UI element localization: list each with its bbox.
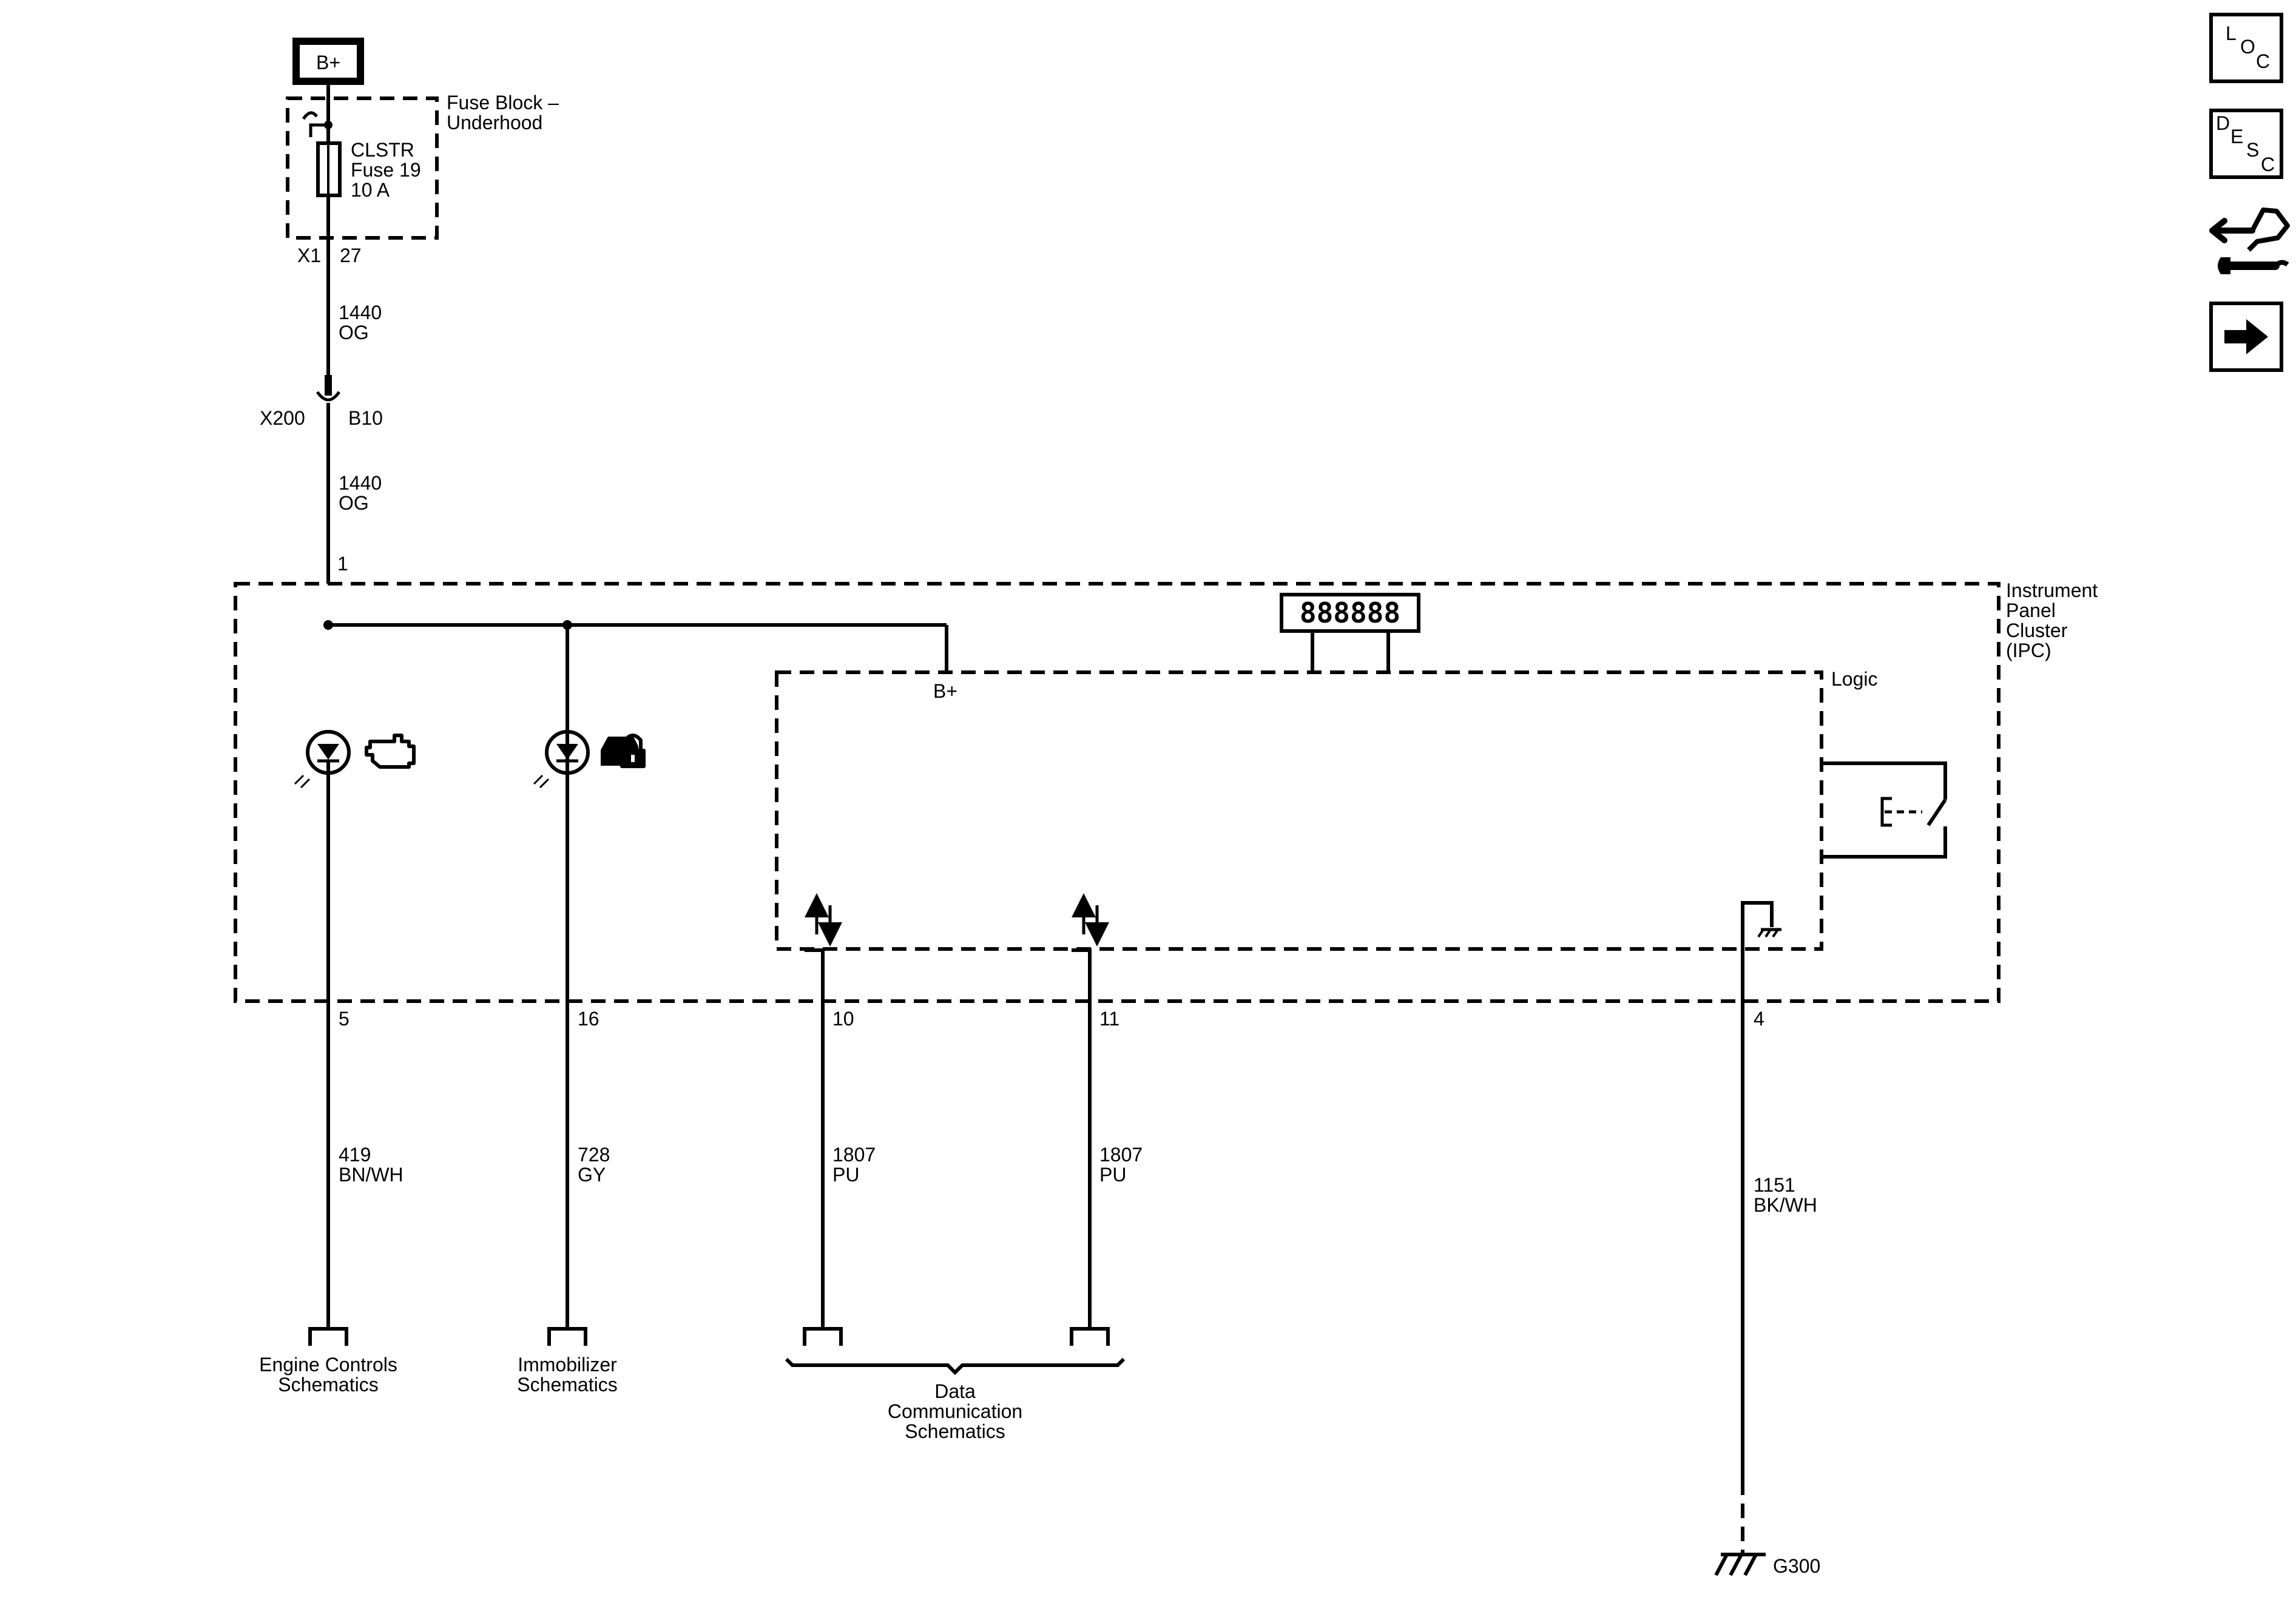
pin-5: 5 bbox=[339, 1008, 349, 1030]
loc-letter-l: L bbox=[2226, 22, 2237, 44]
logic-label: Logic bbox=[1831, 668, 1878, 690]
ipc-name-3: Cluster bbox=[2006, 619, 2068, 641]
data-dest-1: Data bbox=[934, 1380, 976, 1402]
wire-1440-lower: 1440 OG 1 bbox=[326, 403, 382, 584]
wire-728-color: GY bbox=[578, 1164, 606, 1186]
wrench-connector-icon[interactable] bbox=[2209, 208, 2290, 274]
connector-pin: B10 bbox=[348, 407, 383, 429]
arrow-right-icon[interactable] bbox=[2209, 302, 2283, 372]
engine-lamp bbox=[294, 730, 351, 789]
desc-letter-e: E bbox=[2230, 126, 2243, 147]
pin-11: 11 bbox=[1099, 1008, 1119, 1030]
desc-letter-s: S bbox=[2246, 139, 2259, 161]
fuse-block-name-1: Fuse Block – bbox=[447, 92, 559, 113]
wire-1807b-color: PU bbox=[1099, 1164, 1126, 1186]
engine-dest-2: Schematics bbox=[278, 1374, 378, 1396]
ground-g300: G300 bbox=[1714, 1553, 1820, 1577]
display-segments: 888888 bbox=[1300, 596, 1400, 629]
wire-1807-b bbox=[1070, 948, 1110, 1346]
immo-dest-2: Schematics bbox=[517, 1374, 617, 1396]
logic-module: Logic B+ bbox=[775, 668, 1947, 951]
desc-letter-c: C bbox=[2261, 154, 2275, 175]
loc-letter-o: O bbox=[2240, 36, 2255, 58]
wire-419-color: BN/WH bbox=[339, 1164, 403, 1186]
wire-color-label: OG bbox=[339, 492, 369, 514]
internal-ground-icon bbox=[1741, 901, 1781, 951]
ipc-name-2: Panel bbox=[2006, 599, 2056, 621]
battery-power-source: B+ bbox=[292, 38, 364, 85]
wire-728 bbox=[547, 625, 587, 1346]
fuse-block-name-2: Underhood bbox=[447, 112, 542, 133]
wire-1807a-color: PU bbox=[832, 1164, 859, 1186]
ipc-name-4: (IPC) bbox=[2006, 640, 2051, 661]
data-arrow-11 bbox=[1072, 893, 1109, 947]
description-button[interactable]: D E S C bbox=[2209, 109, 2283, 179]
wire-1440-upper: 1440 OG bbox=[326, 238, 382, 377]
fuse-rating: 10 A bbox=[351, 179, 390, 201]
wire-1807-a bbox=[803, 948, 843, 1346]
link-engine-controls-schematics[interactable]: Engine Controls Schematics bbox=[259, 1354, 397, 1396]
odometer-display: 888888 bbox=[1280, 593, 1420, 672]
pin-4: 4 bbox=[1754, 1008, 1764, 1030]
fuse-name: CLSTR bbox=[351, 139, 414, 161]
pin-10: 10 bbox=[832, 1008, 854, 1030]
wire-728-circuit: 728 bbox=[578, 1144, 610, 1166]
desc-letter-d: D bbox=[2216, 112, 2230, 134]
wire-419-circuit: 419 bbox=[339, 1144, 371, 1166]
connector-name: X200 bbox=[260, 407, 305, 429]
wire-1807a-circuit: 1807 bbox=[832, 1144, 876, 1166]
data-arrow-10 bbox=[805, 893, 842, 947]
wire-1151-circuit: 1151 bbox=[1754, 1174, 1795, 1196]
ipc-name-1: Instrument bbox=[2006, 579, 2098, 601]
instrument-panel-cluster: Instrument Panel Cluster (IPC) 888888 bbox=[234, 579, 2098, 1003]
fuse-connector-label: X1 bbox=[297, 245, 321, 266]
wire-419 bbox=[308, 761, 348, 1346]
car-lock-icon bbox=[601, 734, 646, 768]
security-lamp bbox=[533, 730, 590, 789]
ipc-pin-in: 1 bbox=[337, 553, 348, 575]
wire-circuit-label: 1440 bbox=[339, 472, 382, 494]
logic-bplus-label: B+ bbox=[933, 680, 957, 702]
location-button[interactable]: L O C bbox=[2209, 13, 2283, 83]
engine-dest-1: Engine Controls bbox=[259, 1354, 397, 1376]
fuse-block-underhood: Fuse Block – Underhood CLSTR Fuse 19 10 … bbox=[286, 81, 559, 266]
fuse-number: Fuse 19 bbox=[351, 159, 421, 181]
ground-label: G300 bbox=[1773, 1555, 1820, 1577]
wire-color-label: OG bbox=[339, 322, 369, 343]
switch-symbol bbox=[1822, 761, 1947, 859]
wire-circuit-label: 1440 bbox=[339, 302, 382, 323]
wire-1807b-circuit: 1807 bbox=[1099, 1144, 1143, 1166]
fuse-pin-label: 27 bbox=[340, 245, 362, 266]
check-engine-icon bbox=[365, 734, 416, 769]
link-data-communication-schematics[interactable]: Data Communication Schematics bbox=[785, 1357, 1126, 1442]
wire-1151-color: BK/WH bbox=[1754, 1194, 1817, 1216]
immo-dest-1: Immobilizer bbox=[518, 1354, 617, 1376]
link-immobilizer-schematics[interactable]: Immobilizer Schematics bbox=[517, 1354, 617, 1396]
pin-16: 16 bbox=[578, 1008, 599, 1030]
data-dest-3: Schematics bbox=[905, 1420, 1005, 1442]
data-dest-2: Communication bbox=[888, 1400, 1022, 1422]
connector-x200: X200 B10 bbox=[260, 375, 383, 429]
power-source-label: B+ bbox=[316, 52, 340, 73]
loc-letter-c: C bbox=[2256, 50, 2270, 72]
